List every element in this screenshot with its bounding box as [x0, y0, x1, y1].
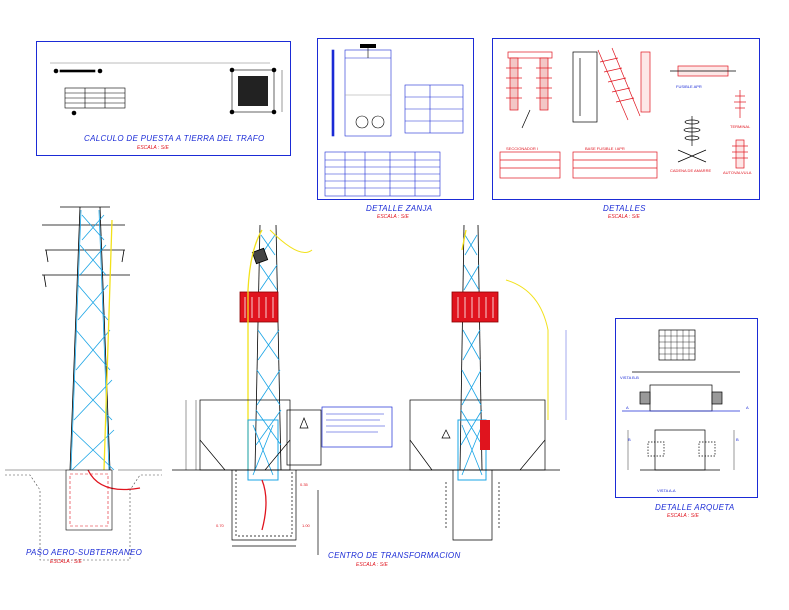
section-mark-a-left: A — [626, 405, 629, 410]
label-base-fusible: BASE FUSIBLE I APR — [585, 146, 625, 151]
title-detalle-zanja: DETALLE ZANJA — [366, 204, 433, 213]
scale-detalles: ESCALA : S/E — [608, 214, 640, 220]
transformer-pole-right — [451, 224, 549, 481]
scale-paso-aereo: ESCALA : S/E — [50, 559, 82, 565]
label-vista-bb: VISTA B-B — [620, 375, 639, 380]
label-autovalvula: AUTOVALVULA — [723, 170, 752, 175]
scale-detalle-arqueta: ESCALA : S/E — [667, 513, 699, 519]
frame-detalle-zanja — [317, 38, 474, 200]
section-mark-b-right: B — [736, 437, 739, 442]
title-detalle-arqueta: DETALLE ARQUETA — [655, 503, 735, 512]
pylon-tower — [42, 206, 141, 491]
label-fusible-apr: FUSIBLE APR — [676, 84, 702, 89]
section-mark-a-right: A — [746, 405, 749, 410]
title-calculo-tierra: CALCULO DE PUESTA A TIERRA DEL TRAFO — [84, 134, 265, 143]
ct-building-left — [172, 399, 400, 555]
frame-calculo-tierra — [36, 41, 291, 156]
frame-detalles — [492, 38, 760, 200]
grounding-schematic — [50, 62, 283, 116]
label-vista-aa: VISTA A-A — [657, 488, 676, 493]
ct-building-right — [400, 330, 567, 541]
label-cadena-amarre: CADENA DE AMARRE — [670, 168, 712, 173]
label-seccionador: SECCIONADOR I — [506, 146, 539, 151]
label-terminal: TERMINAL — [730, 124, 751, 129]
manhole-detail — [622, 329, 740, 471]
section-mark-b-left: B — [628, 437, 631, 442]
scale-detalle-zanja: ESCALA : S/E — [377, 214, 409, 220]
dim-070: 0.70 — [216, 523, 224, 528]
dim-035: 0.35 — [300, 482, 308, 487]
scale-centro-transformacion: ESCALA : S/E — [356, 562, 388, 568]
title-detalles: DETALLES — [603, 204, 646, 213]
transformer-pole-left — [239, 224, 313, 481]
scale-calculo-tierra: ESCALA : S/E — [137, 145, 169, 151]
dim-100: 1.00 — [302, 523, 310, 528]
frame-detalle-arqueta — [615, 318, 758, 498]
pylon-foundation — [5, 469, 162, 561]
title-centro-transformacion: CENTRO DE TRANSFORMACION — [328, 551, 461, 560]
trench-section — [324, 44, 464, 197]
details-parts — [499, 47, 748, 179]
title-paso-aereo: PASO AERO-SUBTERRANEO — [26, 548, 143, 557]
